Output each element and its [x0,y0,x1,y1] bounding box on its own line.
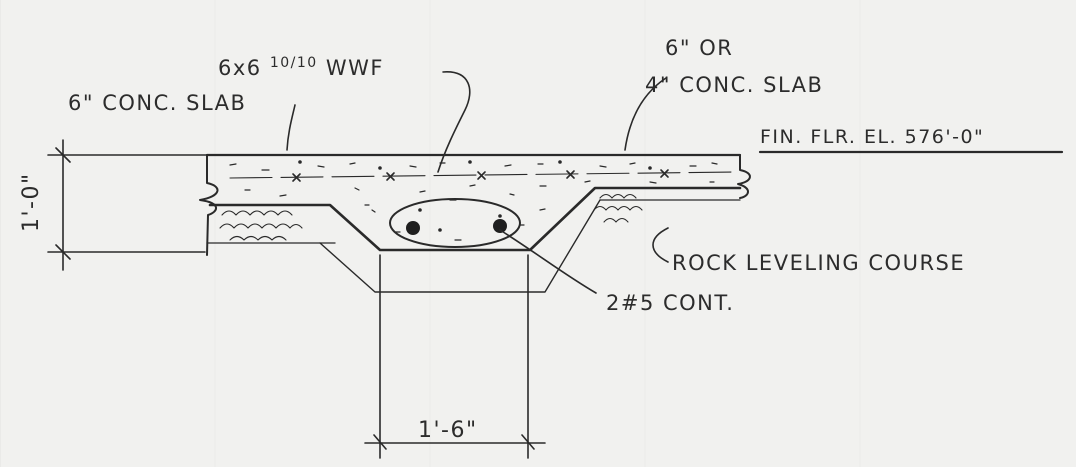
label-slab-right-line2: 4" CONC. SLAB [645,73,823,97]
footing-outline [319,199,601,293]
rebar-left [406,221,420,235]
rock-course-left [219,210,303,241]
label-slab-right-line1: 6" OR [665,36,733,60]
paper-background [0,0,1,467]
right-break-line [737,154,751,199]
dimension-depth [47,139,208,271]
wire-mesh [229,169,736,182]
label-rock-course: ROCK LEVELING COURSE [672,251,965,275]
leader-slab-right [624,77,667,151]
label-wwf: 6x6 10/10 WWF [218,55,384,80]
leader-rock-course [652,227,669,263]
leader-slab-left [286,104,296,151]
label-slab-left: 6" CONC. SLAB [68,91,246,115]
leader-wwf [437,71,471,173]
left-break-line [199,154,219,256]
label-floor-elevation: FIN. FLR. EL. 576'-0" [760,126,984,148]
label-dim-width: 1'-6" [418,418,478,443]
label-rebar: 2#5 CONT. [606,291,734,315]
rebar-right [493,219,507,233]
rebar-enclosure [389,198,521,248]
rock-course-right [593,193,643,223]
label-dim-depth: 1'-0" [19,172,44,232]
leader-rebar [499,229,597,294]
slab-bottom-outline [208,186,742,252]
dimension-width [364,254,546,459]
